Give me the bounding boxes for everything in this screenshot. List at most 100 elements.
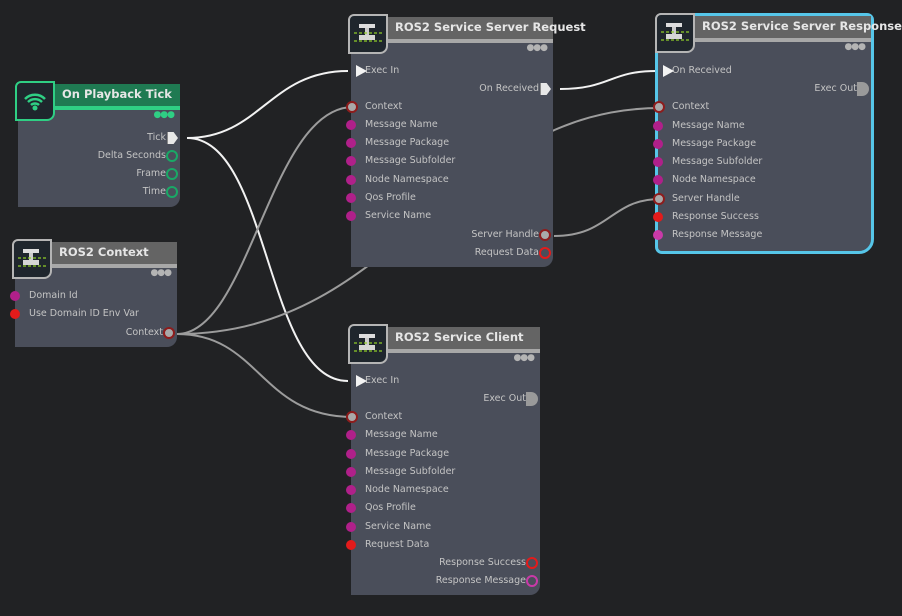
input-message-name: Message Name (346, 116, 438, 134)
input-request-data: Request Data (346, 536, 429, 554)
handle-pin-icon[interactable] (653, 101, 665, 113)
input-context: Context (346, 408, 402, 426)
input-service-name: Service Name (346, 518, 431, 536)
string-pin-icon[interactable] (346, 449, 356, 459)
string-pin-icon[interactable] (346, 193, 356, 203)
ros2-robot-icon (655, 13, 695, 53)
exec-pin-icon[interactable] (540, 83, 551, 95)
data-pin-icon[interactable] (166, 186, 178, 198)
string-pin-icon[interactable] (346, 522, 356, 532)
bundle-pin-icon[interactable] (653, 230, 663, 240)
wire-context-to-server-request-context[interactable] (176, 106, 354, 335)
node-title: ROS2 Service Client (395, 330, 524, 344)
string-pin-icon[interactable] (653, 157, 663, 167)
wire-context-to-client-context[interactable] (176, 333, 354, 418)
more-options-icon[interactable]: ●●● (153, 110, 175, 120)
node-on-playback-tick[interactable]: On Playback Tick ●●● Tick Delta Seconds … (15, 81, 180, 207)
string-pin-icon[interactable] (346, 175, 356, 185)
string-pin-icon[interactable] (10, 291, 20, 301)
output-exec-out: Exec Out (483, 390, 538, 408)
wire-tick-to-client-exec[interactable] (186, 137, 349, 382)
string-pin-icon[interactable] (346, 156, 356, 166)
string-pin-icon[interactable] (653, 175, 663, 185)
bundle-pin-icon[interactable] (526, 575, 538, 587)
exec-pin-icon[interactable] (356, 65, 367, 77)
string-pin-icon[interactable] (653, 139, 663, 149)
bundle-pin-icon[interactable] (346, 540, 356, 550)
input-server-handle: Server Handle (653, 190, 740, 208)
more-options-icon[interactable]: ●●● (150, 268, 172, 278)
ros2-robot-icon (348, 14, 388, 54)
input-message-package: Message Package (653, 135, 756, 153)
input-context: Context (346, 98, 402, 116)
output-context: Context (126, 324, 175, 342)
more-options-icon[interactable]: ●●● (513, 353, 535, 363)
string-pin-icon[interactable] (653, 121, 663, 131)
exec-pin-icon[interactable] (526, 392, 538, 406)
input-qos-profile: Qos Profile (346, 189, 416, 207)
input-node-namespace: Node Namespace (346, 481, 449, 499)
node-ros2-service-server-request[interactable]: ROS2 Service Server Request ●●● Exec In … (346, 14, 586, 267)
string-pin-icon[interactable] (346, 120, 356, 130)
output-tick: Tick (147, 129, 178, 147)
input-response-message: Response Message (653, 226, 762, 244)
output-on-received: On Received (479, 80, 551, 98)
exec-pin-icon[interactable] (167, 132, 178, 144)
input-message-subfolder: Message Subfolder (346, 463, 455, 481)
output-time: Time (143, 183, 178, 201)
wire-tick-to-server-request-exec[interactable] (186, 70, 349, 139)
ros2-robot-icon (12, 239, 52, 279)
wire-received-to-response-exec[interactable] (559, 70, 657, 90)
node-title: ROS2 Service Server Response (702, 19, 902, 33)
input-node-namespace: Node Namespace (653, 171, 756, 189)
string-pin-icon[interactable] (346, 485, 356, 495)
input-use-domain-id-env-var: Use Domain ID Env Var (10, 305, 139, 323)
string-pin-icon[interactable] (346, 467, 356, 477)
input-response-success: Response Success (653, 208, 759, 226)
handle-pin-icon[interactable] (346, 101, 358, 113)
string-pin-icon[interactable] (346, 138, 356, 148)
wire-server-handle-to-response[interactable] (553, 198, 662, 237)
node-title: On Playback Tick (62, 87, 172, 101)
input-message-package: Message Package (346, 445, 449, 463)
string-pin-icon[interactable] (346, 211, 356, 221)
output-exec-out: Exec Out (814, 80, 869, 98)
node-ros2-context[interactable]: ROS2 Context ●●● Domain Id Use Domain ID… (10, 239, 177, 347)
output-frame: Frame (136, 165, 178, 183)
input-message-package: Message Package (346, 134, 449, 152)
node-title: ROS2 Context (59, 245, 149, 259)
input-message-subfolder: Message Subfolder (346, 152, 455, 170)
output-response-success: Response Success (439, 554, 538, 572)
bool-pin-icon[interactable] (526, 557, 538, 569)
bundle-pin-icon[interactable] (539, 247, 551, 259)
node-ros2-service-client[interactable]: ROS2 Service Client ●●● Exec In Exec Out… (346, 324, 540, 595)
handle-pin-icon[interactable] (653, 193, 665, 205)
data-pin-icon[interactable] (166, 150, 178, 162)
node-ros2-service-server-response[interactable]: ROS2 Service Server Response ●●● On Rece… (653, 13, 902, 254)
output-request-data: Request Data (475, 244, 551, 262)
input-on-received: On Received (663, 62, 732, 80)
string-pin-icon[interactable] (346, 430, 356, 440)
bool-pin-icon[interactable] (653, 212, 663, 222)
output-server-handle: Server Handle (471, 226, 551, 244)
bool-pin-icon[interactable] (10, 309, 20, 319)
input-node-namespace: Node Namespace (346, 171, 449, 189)
handle-pin-icon[interactable] (539, 229, 551, 241)
string-pin-icon[interactable] (346, 503, 356, 513)
exec-pin-icon[interactable] (663, 65, 674, 77)
input-qos-profile: Qos Profile (346, 499, 416, 517)
more-options-icon[interactable]: ●●● (844, 42, 866, 52)
input-message-subfolder: Message Subfolder (653, 153, 762, 171)
ros2-robot-icon (348, 324, 388, 364)
input-service-name: Service Name (346, 207, 431, 225)
exec-pin-icon[interactable] (857, 82, 869, 96)
input-message-name: Message Name (653, 117, 745, 135)
data-pin-icon[interactable] (166, 168, 178, 180)
more-options-icon[interactable]: ●●● (526, 43, 548, 53)
input-context: Context (653, 98, 709, 116)
input-domain-id: Domain Id (10, 287, 78, 305)
handle-pin-icon[interactable] (346, 411, 358, 423)
exec-pin-icon[interactable] (356, 375, 367, 387)
input-message-name: Message Name (346, 426, 438, 444)
handle-pin-icon[interactable] (163, 327, 175, 339)
